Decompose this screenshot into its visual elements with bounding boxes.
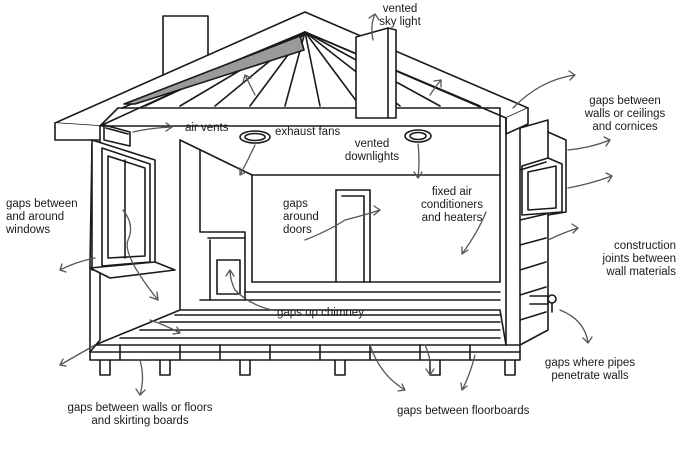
arrow-chimney: [225, 269, 273, 311]
arrow-roof-right: [429, 79, 442, 96]
arrow-construction: [547, 223, 579, 241]
right-wall: [505, 117, 567, 346]
arrow-floorboard-mid: [369, 344, 406, 392]
arrow-downlight: [413, 143, 423, 179]
arrow-skylight: [368, 13, 380, 41]
sky-light: [355, 27, 397, 119]
label-exhaust-fans: exhaust fans: [275, 126, 341, 138]
label-vented-downlights: vented downlights: [344, 138, 400, 163]
arrow-window-inner: [122, 209, 159, 301]
arrow-aircon-right: [567, 172, 613, 189]
floor: [89, 291, 521, 376]
arrow-walls-ceiling: [567, 136, 611, 151]
label-vented-sky-light: vented sky light: [379, 3, 421, 28]
arrow-skirting-left: [59, 344, 96, 367]
roof: [54, 11, 529, 141]
arrow-aircon: [461, 211, 487, 255]
label-gaps-walls-ceilings: gaps between walls or ceilings and corni…: [584, 95, 666, 133]
arrow-window-left: [59, 257, 96, 273]
label-gaps-chimney: gaps up chimney: [277, 307, 364, 319]
leak-arrows: [59, 13, 613, 396]
label-gaps-pipes: gaps where pipes penetrate walls: [544, 357, 636, 382]
arrow-doors: [304, 205, 381, 241]
arrow-cornice: [512, 70, 576, 109]
label-gaps-floorboards: gaps between floorboards: [397, 405, 530, 417]
left-wall: [89, 124, 176, 353]
label-fixed-air-conditioners: fixed air conditioners and heaters: [420, 186, 483, 224]
label-gaps-skirting: gaps between walls or floors and skirtin…: [67, 402, 213, 427]
arrow-exhaust-fan: [239, 144, 256, 176]
arrow-floorboard-joist: [424, 344, 435, 376]
arrow-skirting: [135, 359, 146, 396]
arrow-floorboard-right: [460, 354, 476, 391]
arrow-floor-left: [149, 319, 181, 335]
label-construction-joints: construction joints between wall materia…: [602, 240, 676, 278]
arrow-roof-left: [242, 74, 256, 96]
label-gaps-windows: gaps between and around windows: [6, 198, 78, 236]
arrow-air-vents: [132, 122, 173, 133]
arrow-pipes: [559, 309, 593, 344]
label-air-vents: air vents: [185, 122, 229, 134]
label-gaps-doors: gaps around doors: [283, 198, 319, 236]
